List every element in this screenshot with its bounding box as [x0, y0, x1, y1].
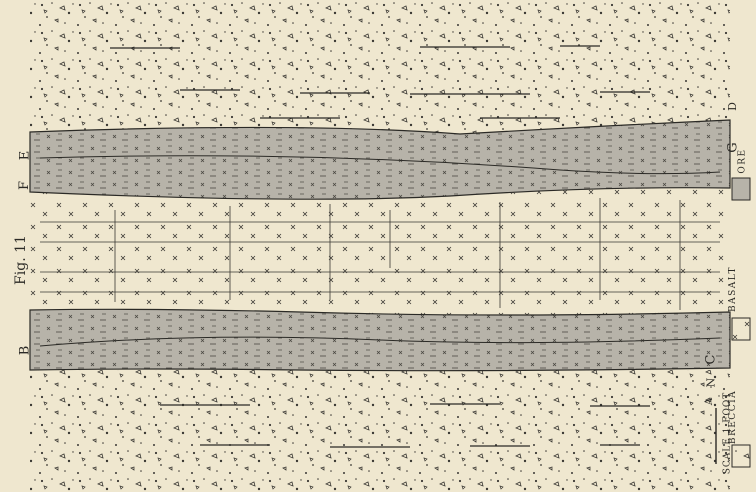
section-letter-f: F: [17, 181, 32, 190]
breccia-lower-zone: [30, 370, 730, 492]
legend-ore-label: ORE: [738, 148, 748, 173]
section-letter-c: C: [703, 355, 718, 365]
section-letter-e: E: [17, 151, 32, 161]
basalt-zone: [30, 188, 730, 315]
figure-caption: Fig. 11: [13, 235, 29, 285]
legend-ore-box: [732, 178, 750, 200]
breccia-upper-zone: [30, 0, 730, 140]
section-letter-b: B: [17, 346, 32, 356]
legend-breccia-box: [732, 445, 750, 467]
section-letter-n: N: [704, 378, 717, 388]
legend-basalt-label: BASALT: [728, 266, 738, 312]
legend-breccia-label: BRECCIA: [728, 390, 738, 444]
section-letter-d: D: [726, 102, 739, 111]
section-letter-a: A: [704, 398, 715, 405]
legend-basalt-box: [732, 318, 750, 340]
